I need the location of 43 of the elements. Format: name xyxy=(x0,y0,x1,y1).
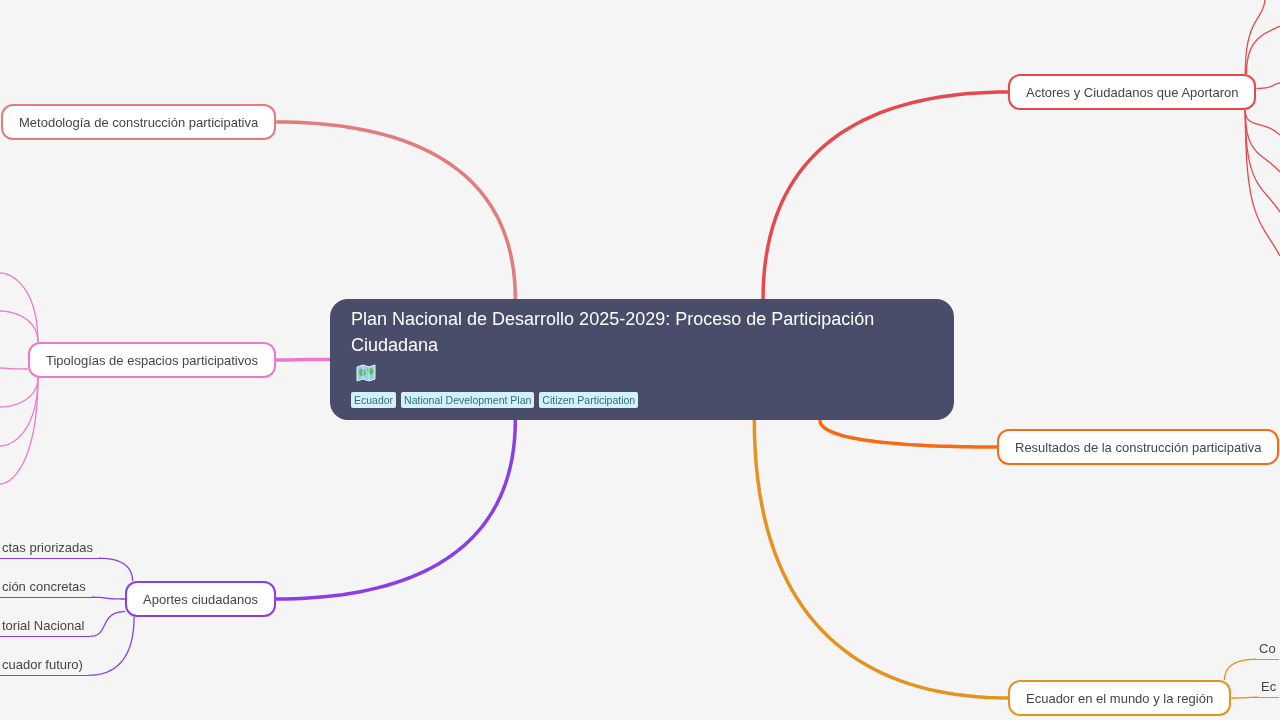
connector-line xyxy=(91,596,126,600)
topic-box xyxy=(997,429,1280,465)
subtopic-label: cuador futuro) xyxy=(0,656,89,676)
branch-line xyxy=(1245,25,1280,75)
topic-label: Aportes ciudadanos xyxy=(143,591,258,607)
topic-box xyxy=(28,342,276,378)
branch-line xyxy=(0,367,29,370)
subtopic-label: ción concretas xyxy=(0,578,92,598)
keyword-tag: National Development Plan xyxy=(401,392,535,408)
connector-line xyxy=(1230,696,1259,699)
keyword-tag: Citizen Participation xyxy=(539,392,639,408)
topic-box xyxy=(1,104,277,140)
central-topic xyxy=(330,299,954,420)
branch-line xyxy=(1244,109,1280,257)
connector-line xyxy=(275,419,518,601)
branch-line xyxy=(0,310,39,343)
connector-line xyxy=(88,616,135,676)
branch-line xyxy=(0,377,39,485)
subtopic-label: torial Nacional xyxy=(0,617,91,637)
connector-line xyxy=(761,90,1008,300)
topic-box xyxy=(1008,680,1232,716)
branch-line xyxy=(1244,0,1266,75)
branch-line xyxy=(1255,82,1280,90)
connector-line xyxy=(818,419,997,449)
topic-box xyxy=(1008,74,1257,110)
topic-label: Actores y Ciudadanos que Aportaron xyxy=(1026,84,1239,100)
topic-label: Tipologías de espacios participativos xyxy=(46,352,258,368)
connector-line xyxy=(275,357,330,362)
connector-line xyxy=(98,557,134,582)
keyword-tag: Ecuador xyxy=(351,392,397,408)
connector-line xyxy=(752,419,1009,700)
topic-label: Resultados de la construcción participativa xyxy=(1015,439,1262,455)
subtopic-label: Ec xyxy=(1258,678,1280,698)
connector-line xyxy=(1223,658,1257,681)
central-title: Plan Nacional de Desarrollo 2025-2029: Proceso de Participación Ciudadana xyxy=(351,308,876,357)
topic-label: Ecuador en el mundo y la región xyxy=(1026,690,1214,706)
branch-line xyxy=(0,272,39,343)
subtopic-label: Co xyxy=(1256,640,1279,660)
connector-line xyxy=(276,120,518,300)
topic-box xyxy=(125,581,276,617)
subtopic-label: ctas priorizadas xyxy=(0,539,100,559)
connector-line xyxy=(89,610,126,637)
topic-label: Metodología de construcción participativa xyxy=(19,114,259,130)
